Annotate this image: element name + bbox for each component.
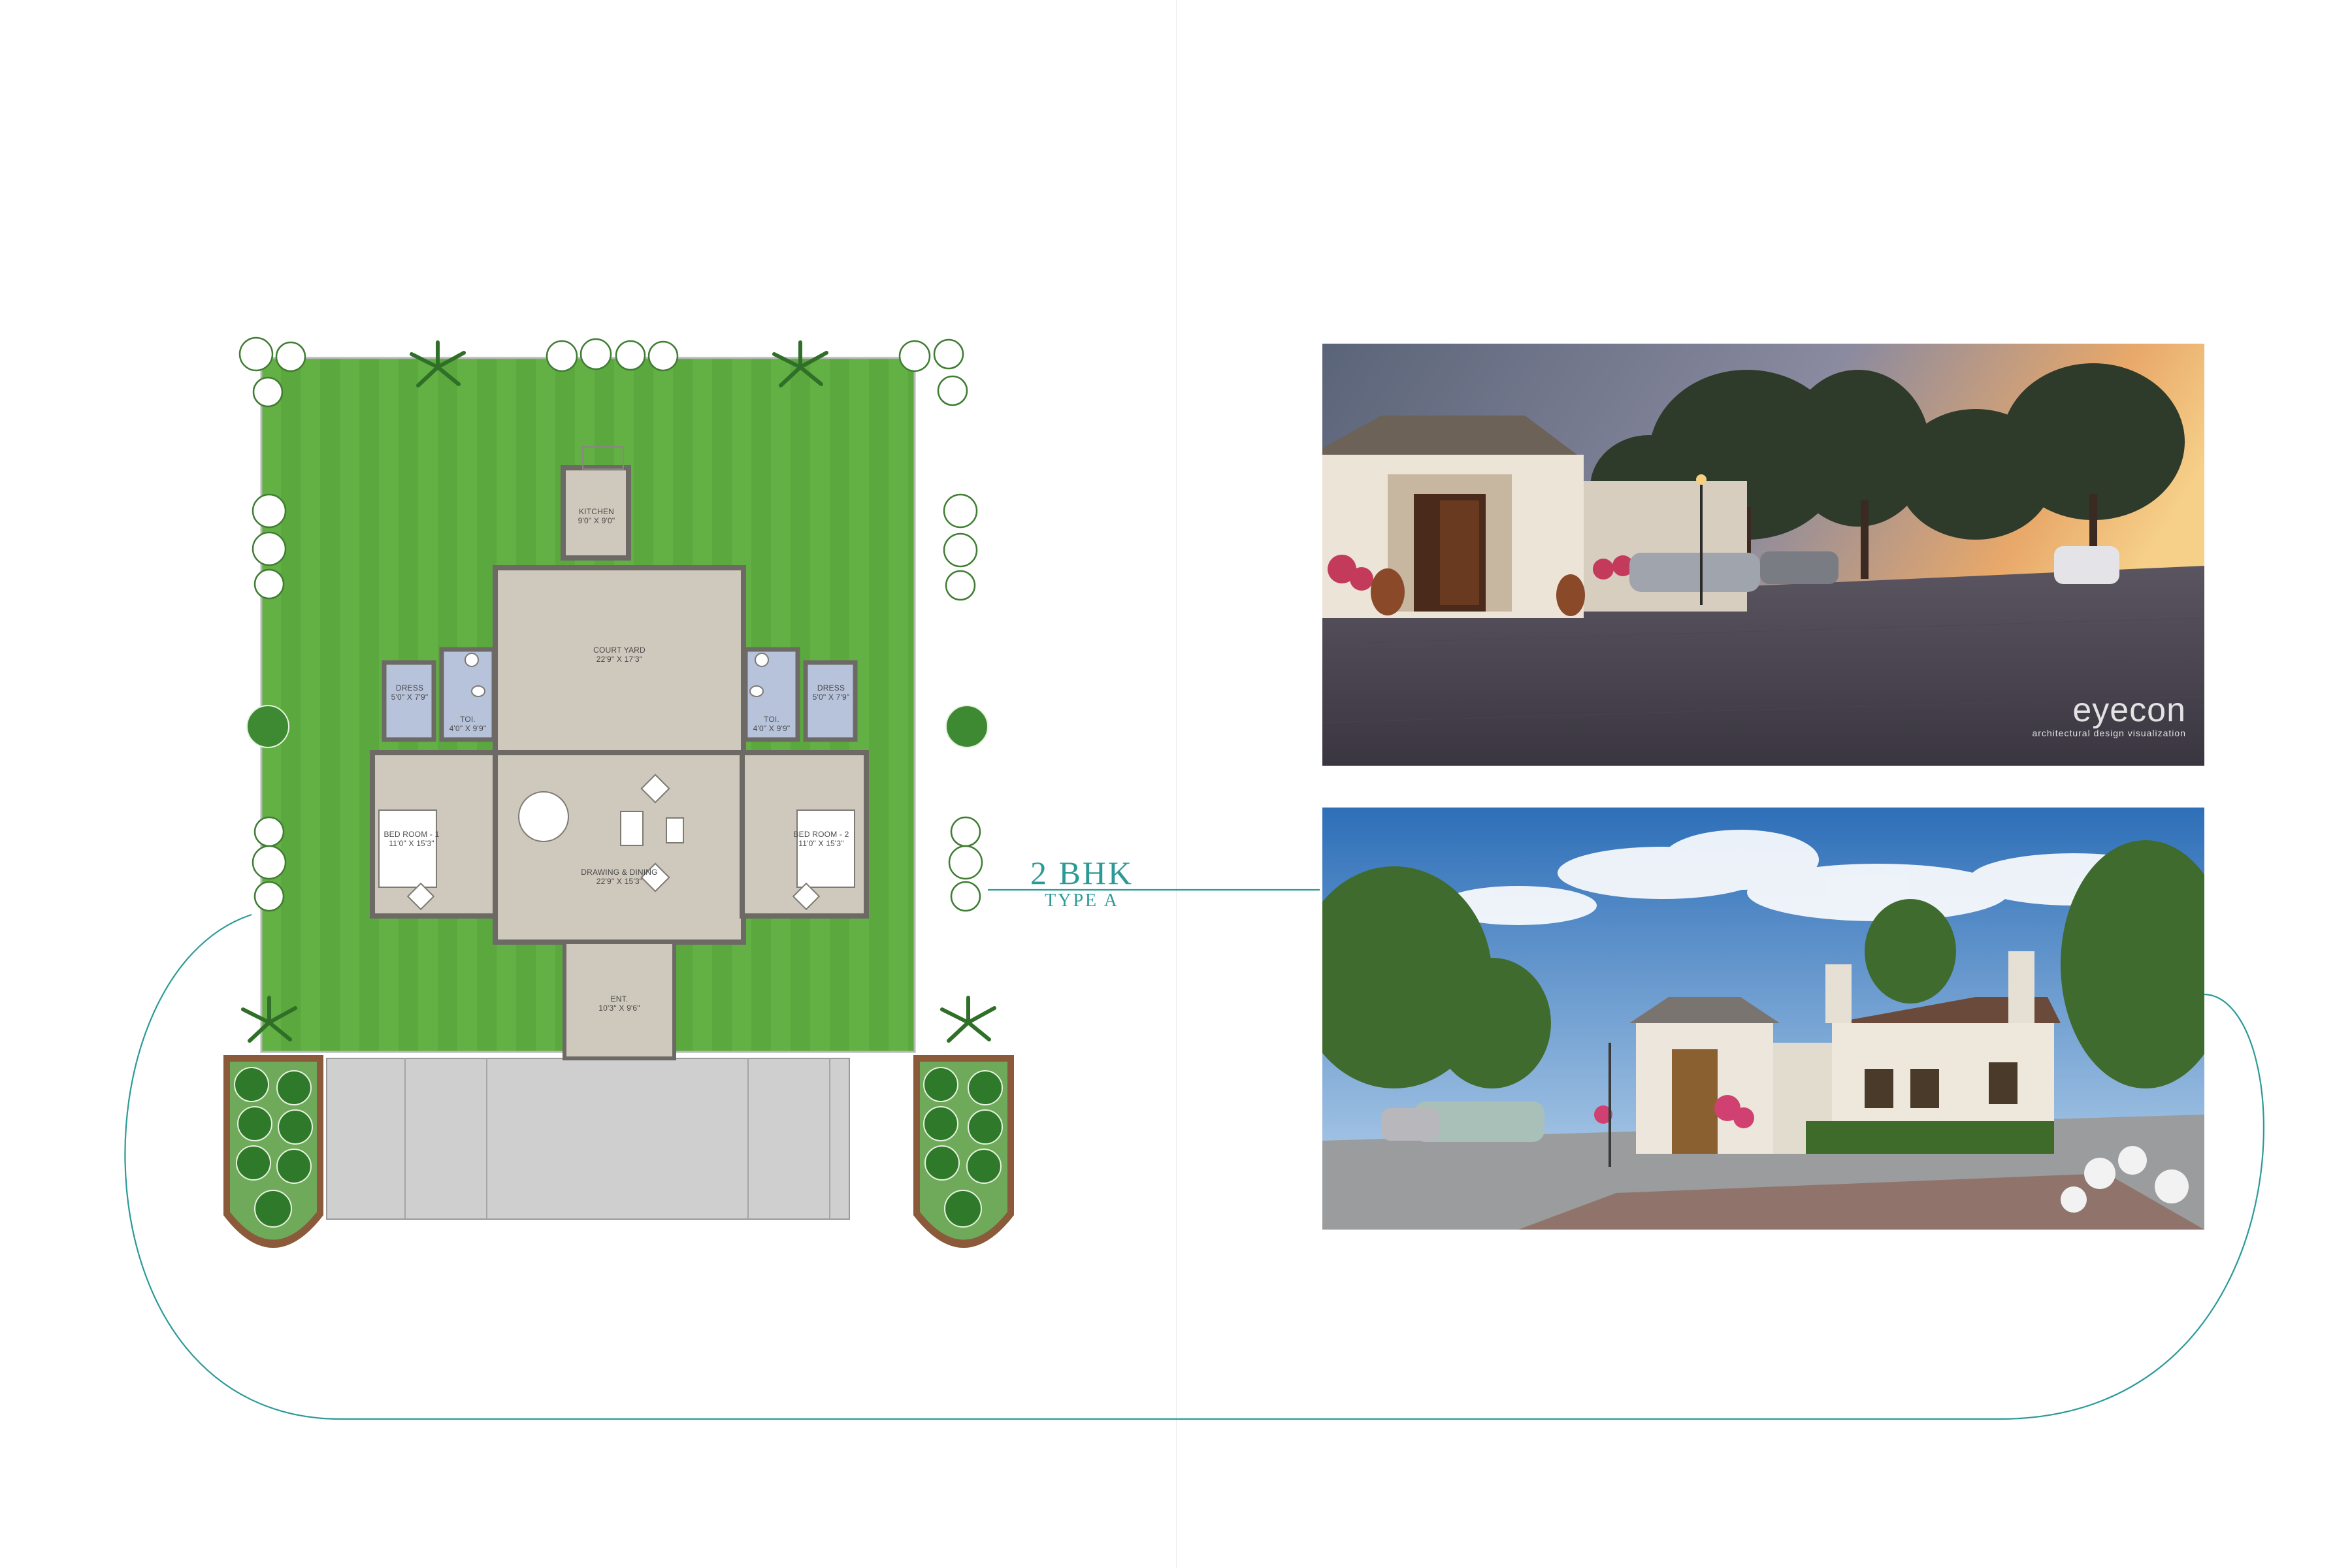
room-name: TOI. [460,715,476,724]
room-toilet-left: TOI. 4'0" X 9'9" [439,715,497,733]
room-bedroom-1: BED ROOM - 1 11'0" X 15'3" [376,830,448,848]
room-size: 22'9" X 17'3" [596,655,643,664]
room-name: BED ROOM - 1 [384,830,440,839]
room-name: KITCHEN [578,507,615,516]
room-courtyard: COURT YARD 22'9" X 17'3" [561,645,678,664]
room-drawing-dining: DRAWING & DINING 22'9" X 15'3" [554,868,685,886]
room-size: 9'0" X 9'0" [578,516,615,525]
room-size: 5'0" X 7'9" [391,693,429,702]
room-size: 22'9" X 15'3" [596,877,643,886]
spread-divider [1176,0,1177,1568]
room-name: TOI. [764,715,779,724]
room-size: 11'0" X 15'3" [389,839,434,848]
room-size: 4'0" X 9'9" [753,724,791,733]
room-name: DRESS [817,683,845,693]
room-toilet-right: TOI. 4'0" X 9'9" [743,715,800,733]
room-entrance: ENT. 10'3" X 9'6" [580,994,659,1013]
room-kitchen: KITCHEN 9'0" X 9'0" [561,507,632,525]
floor-plan: KITCHEN 9'0" X 9'0" COURT YARD 22'9" X 1… [222,314,1026,1287]
room-name: DRAWING & DINING [581,868,658,877]
unit-type-subtitle: TYPE A [1045,890,1119,911]
room-name: BED ROOM - 2 [793,830,849,839]
room-size: 11'0" X 15'3" [798,839,844,848]
floor-plan-drawing [223,336,1014,1248]
render-daytime-villa [1322,808,2204,1230]
room-dress-right: DRESS 5'0" X 7'9" [802,683,860,702]
room-bedroom-2: BED ROOM - 2 11'0" X 15'3" [785,830,857,848]
watermark-logo: eyecon [2072,691,2186,729]
room-size: 5'0" X 7'9" [812,693,850,702]
watermark: eyecon architectural design visualizatio… [2032,693,2186,738]
room-name: DRESS [395,683,424,693]
room-dress-left: DRESS 5'0" X 7'9" [380,683,439,702]
unit-type-title: 2 BHK [1030,855,1134,891]
render-evening-street: eyecon architectural design visualizatio… [1322,344,2204,766]
room-name: ENT. [610,994,629,1004]
room-size: 10'3" X 9'6" [598,1004,640,1013]
room-size: 4'0" X 9'9" [449,724,487,733]
watermark-tagline: architectural design visualization [2032,728,2186,738]
room-name: COURT YARD [593,645,645,655]
